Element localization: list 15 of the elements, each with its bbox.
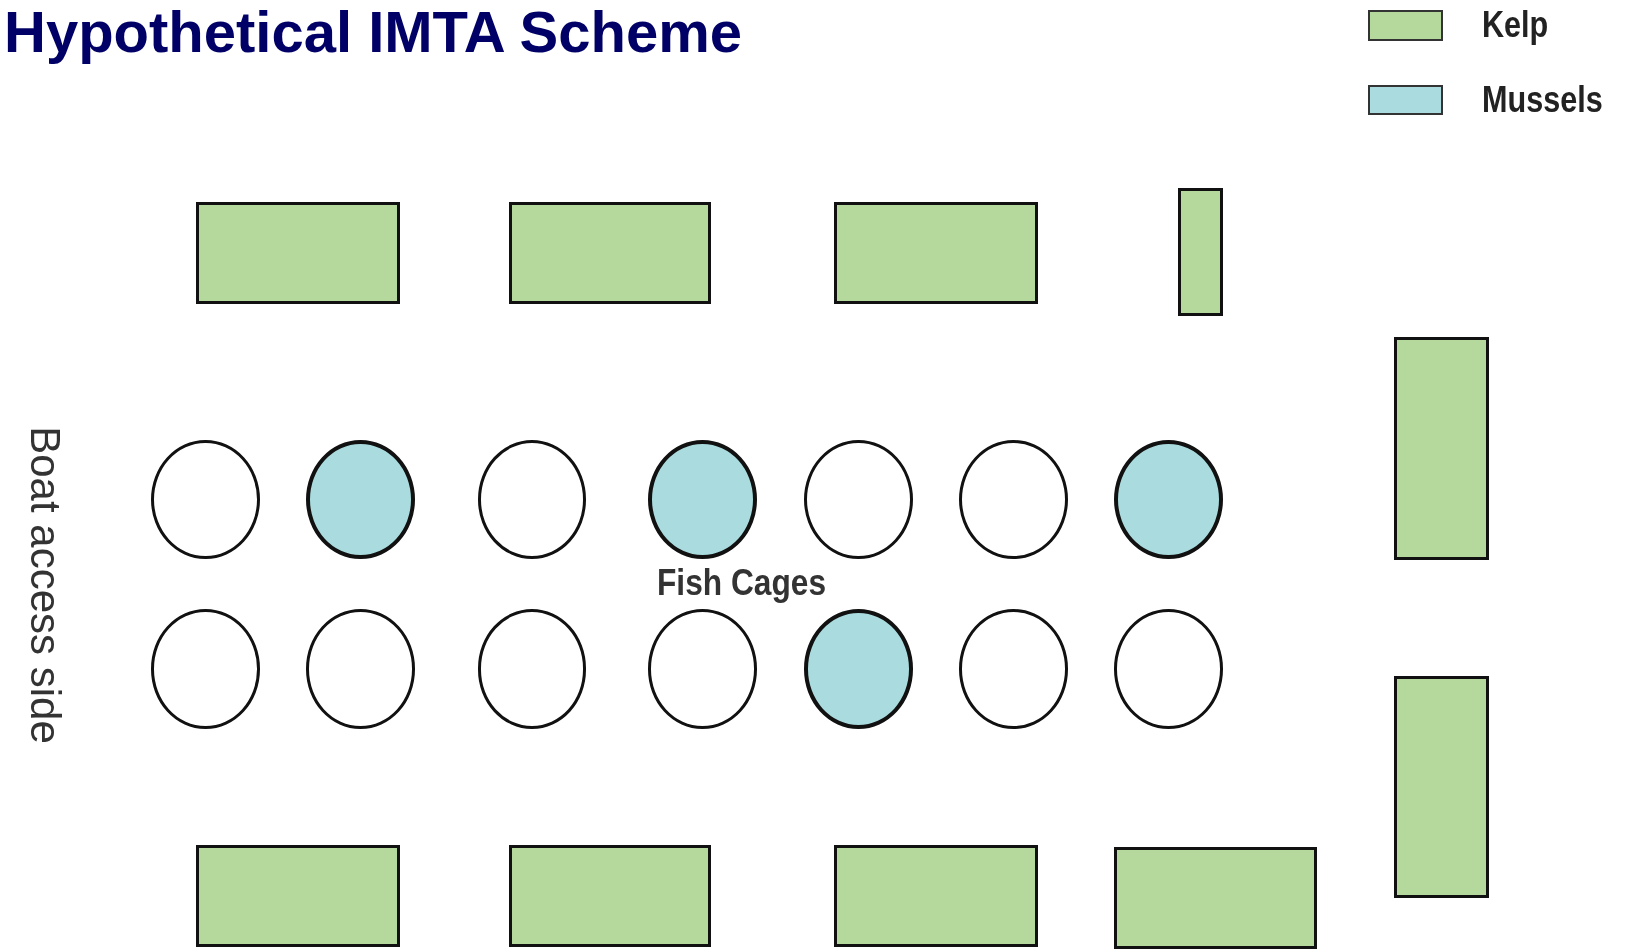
kelp-raft	[508, 845, 711, 947]
kelp-raft	[1114, 847, 1318, 949]
kelp-raft	[1393, 676, 1490, 899]
kelp-raft	[833, 202, 1038, 304]
kelp-raft	[1178, 188, 1224, 317]
kelp-raft	[195, 202, 400, 304]
kelp-raft	[833, 845, 1038, 947]
side-label: Boat access side	[21, 425, 69, 747]
legend-label: Kelp	[1481, 4, 1549, 47]
kelp-raft	[1393, 337, 1490, 561]
diagram-title: Hypothetical IMTA Scheme	[4, 0, 743, 64]
kelp-raft	[508, 202, 711, 304]
area-label: Fish Cages	[656, 562, 826, 605]
kelp-raft	[195, 845, 400, 947]
legend-label: Mussels	[1481, 78, 1603, 121]
